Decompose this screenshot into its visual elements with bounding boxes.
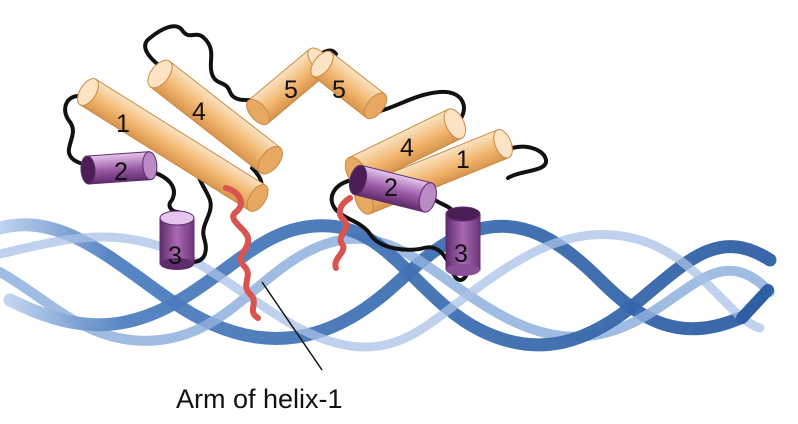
right-helix-2 bbox=[348, 164, 437, 213]
right-helix-5-label: 5 bbox=[332, 76, 346, 104]
left-helix-3-label: 3 bbox=[168, 242, 182, 270]
right-helix-2-label: 2 bbox=[384, 174, 398, 202]
left-helix-5-label: 5 bbox=[284, 76, 298, 104]
right-monomer: 4 1 2 3 bbox=[344, 108, 513, 276]
left-monomer: 1 4 2 3 bbox=[77, 59, 283, 270]
dna-double-helix bbox=[0, 218, 777, 352]
right-helix-3-label: 3 bbox=[454, 240, 468, 268]
left-helix-1 bbox=[77, 78, 269, 212]
helix-1-arms bbox=[223, 185, 353, 321]
left-helix-1-label: 1 bbox=[116, 110, 130, 138]
left-helix-2 bbox=[80, 151, 158, 185]
right-helix-5 bbox=[310, 50, 388, 120]
right-loop-h1-end bbox=[506, 144, 548, 180]
left-loop-h4-top bbox=[143, 24, 258, 103]
right-helix-3 bbox=[445, 206, 481, 276]
caption-arm-of-helix-1: Arm of helix-1 bbox=[176, 384, 343, 414]
left-helix-4 bbox=[147, 59, 283, 175]
dna-strand-a bbox=[0, 218, 747, 345]
left-helix-3 bbox=[159, 210, 195, 270]
caption-leader-line bbox=[261, 281, 323, 371]
left-loop-h3-h4 bbox=[190, 162, 213, 264]
dna-strand-b bbox=[3, 219, 777, 352]
left-helix-4-label: 4 bbox=[192, 98, 206, 126]
left-loop-h2-h3 bbox=[144, 168, 180, 214]
right-loop-h5-h4 bbox=[374, 89, 466, 126]
right-helix-4-label: 4 bbox=[400, 134, 414, 162]
left-helix-2-label: 2 bbox=[114, 158, 128, 186]
left-arm bbox=[223, 185, 261, 321]
helix-5-pair: 5 5 bbox=[246, 47, 388, 126]
dna-end-right bbox=[736, 284, 774, 324]
dna-strand-b-back bbox=[0, 229, 765, 352]
right-arm bbox=[332, 195, 353, 271]
right-helix-1-label: 1 bbox=[456, 146, 470, 174]
